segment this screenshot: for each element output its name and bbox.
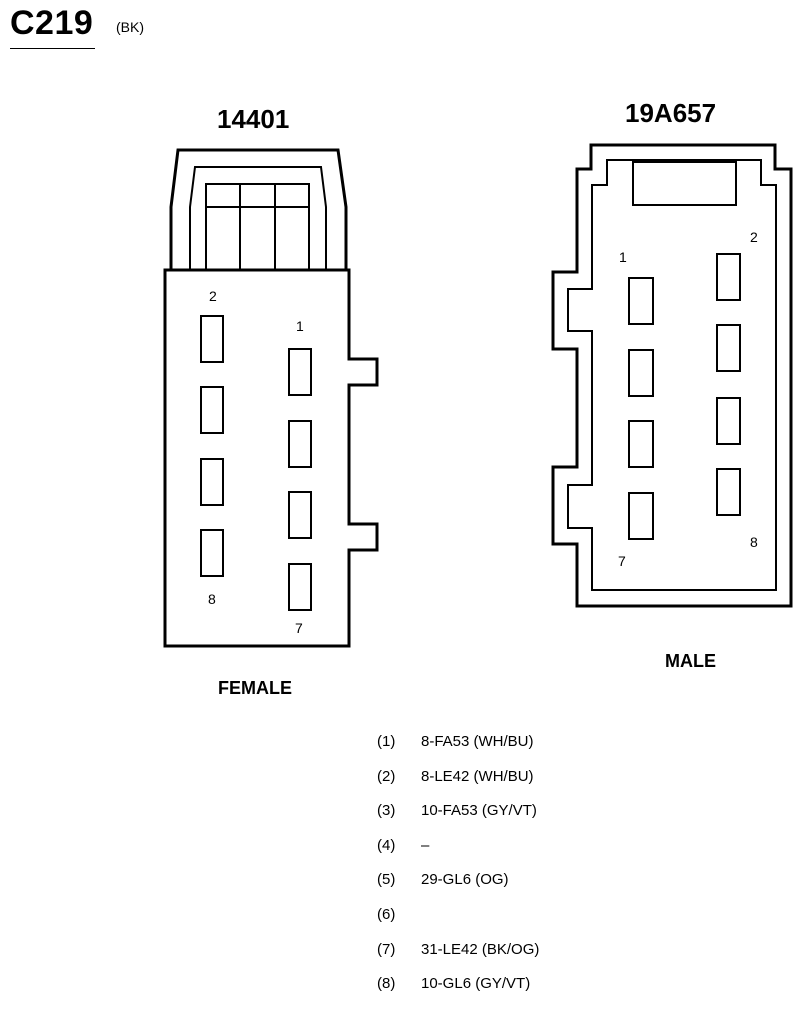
pinout-row: (5) 29-GL6 (OG) — [377, 871, 539, 906]
male-pin-7 — [628, 492, 654, 540]
female-cavity-3 — [288, 420, 312, 468]
female-latch-window — [205, 183, 310, 270]
female-pin-label: 7 — [295, 620, 303, 636]
male-part-number: 19A657 — [625, 98, 717, 128]
female-cavity-8 — [200, 529, 224, 577]
pin-circuit: 31-LE42 (BK/OG) — [421, 940, 540, 958]
male-pin-label: 1 — [619, 249, 627, 265]
female-part-number: 14401 — [217, 104, 290, 134]
female-cavity-7 — [288, 563, 312, 611]
male-pin-5 — [628, 420, 654, 468]
pinout-row: (2) 8-LE42 (WH/BU) — [377, 768, 539, 803]
female-pin-label: 8 — [208, 591, 216, 607]
male-pin-4 — [716, 324, 741, 372]
female-connector — [163, 148, 379, 648]
male-shell-inner — [567, 159, 777, 591]
pinout-row: (7) 31-LE42 (BK/OG) — [377, 941, 539, 976]
male-pin-6 — [716, 397, 741, 445]
pin-number: (6) — [377, 905, 396, 923]
female-body-outline — [163, 268, 379, 648]
connector-id: C219 — [10, 4, 94, 42]
pinout-row: (6) — [377, 906, 539, 941]
pin-circuit: 8-FA53 (WH/BU) — [421, 733, 534, 750]
male-pin-label: 8 — [750, 534, 758, 550]
pin-number: (2) — [377, 767, 396, 785]
pin-circuit: 10-FA53 (GY/VT) — [421, 802, 537, 820]
pin-circuit: 10-GL6 (GY/VT) — [421, 975, 531, 993]
male-latch-window — [632, 161, 737, 206]
male-pin-label: 2 — [750, 229, 758, 245]
pinout-row: (1) 8-FA53 (WH/BU) — [377, 733, 539, 768]
female-latch-inner — [189, 166, 327, 270]
male-pin-1 — [628, 277, 654, 325]
pin-circuit: 8-LE42 (WH/BU) — [421, 767, 534, 785]
pin-number: (1) — [377, 733, 396, 750]
connector-color: (BK) — [116, 19, 144, 35]
pin-circuit: 29-GL6 (OG) — [421, 871, 509, 889]
female-cavity-6 — [200, 458, 224, 506]
male-pin-3 — [628, 349, 654, 397]
female-cavity-4 — [200, 386, 224, 434]
pinout-row: (3) 10-FA53 (GY/VT) — [377, 802, 539, 837]
female-pin-label: 1 — [296, 318, 304, 334]
female-cavity-1 — [288, 348, 312, 396]
male-pin-2 — [716, 253, 741, 301]
male-label: MALE — [665, 651, 716, 671]
pin-number: (3) — [377, 802, 396, 820]
pinout-row: (8) 10-GL6 (GY/VT) — [377, 975, 539, 1010]
male-pin-8 — [716, 468, 741, 516]
pinout-row: (4) – — [377, 837, 539, 872]
pin-number: (7) — [377, 940, 396, 958]
pin-circuit: – — [421, 836, 430, 854]
pin-number: (8) — [377, 975, 396, 993]
male-connector — [551, 143, 793, 608]
pin-number: (5) — [377, 871, 396, 889]
pinout-table: (1) 8-FA53 (WH/BU) (2) 8-LE42 (WH/BU) (3… — [377, 733, 539, 1010]
male-pin-label: 7 — [618, 553, 626, 569]
female-pin-label: 2 — [209, 288, 217, 304]
female-cavity-5 — [288, 491, 312, 539]
female-cavity-2 — [200, 315, 224, 363]
female-label: FEMALE — [218, 678, 292, 698]
female-latch-outer — [169, 148, 348, 270]
male-shell-outer — [551, 143, 793, 608]
pin-number: (4) — [377, 836, 396, 854]
title-underline — [10, 48, 95, 49]
